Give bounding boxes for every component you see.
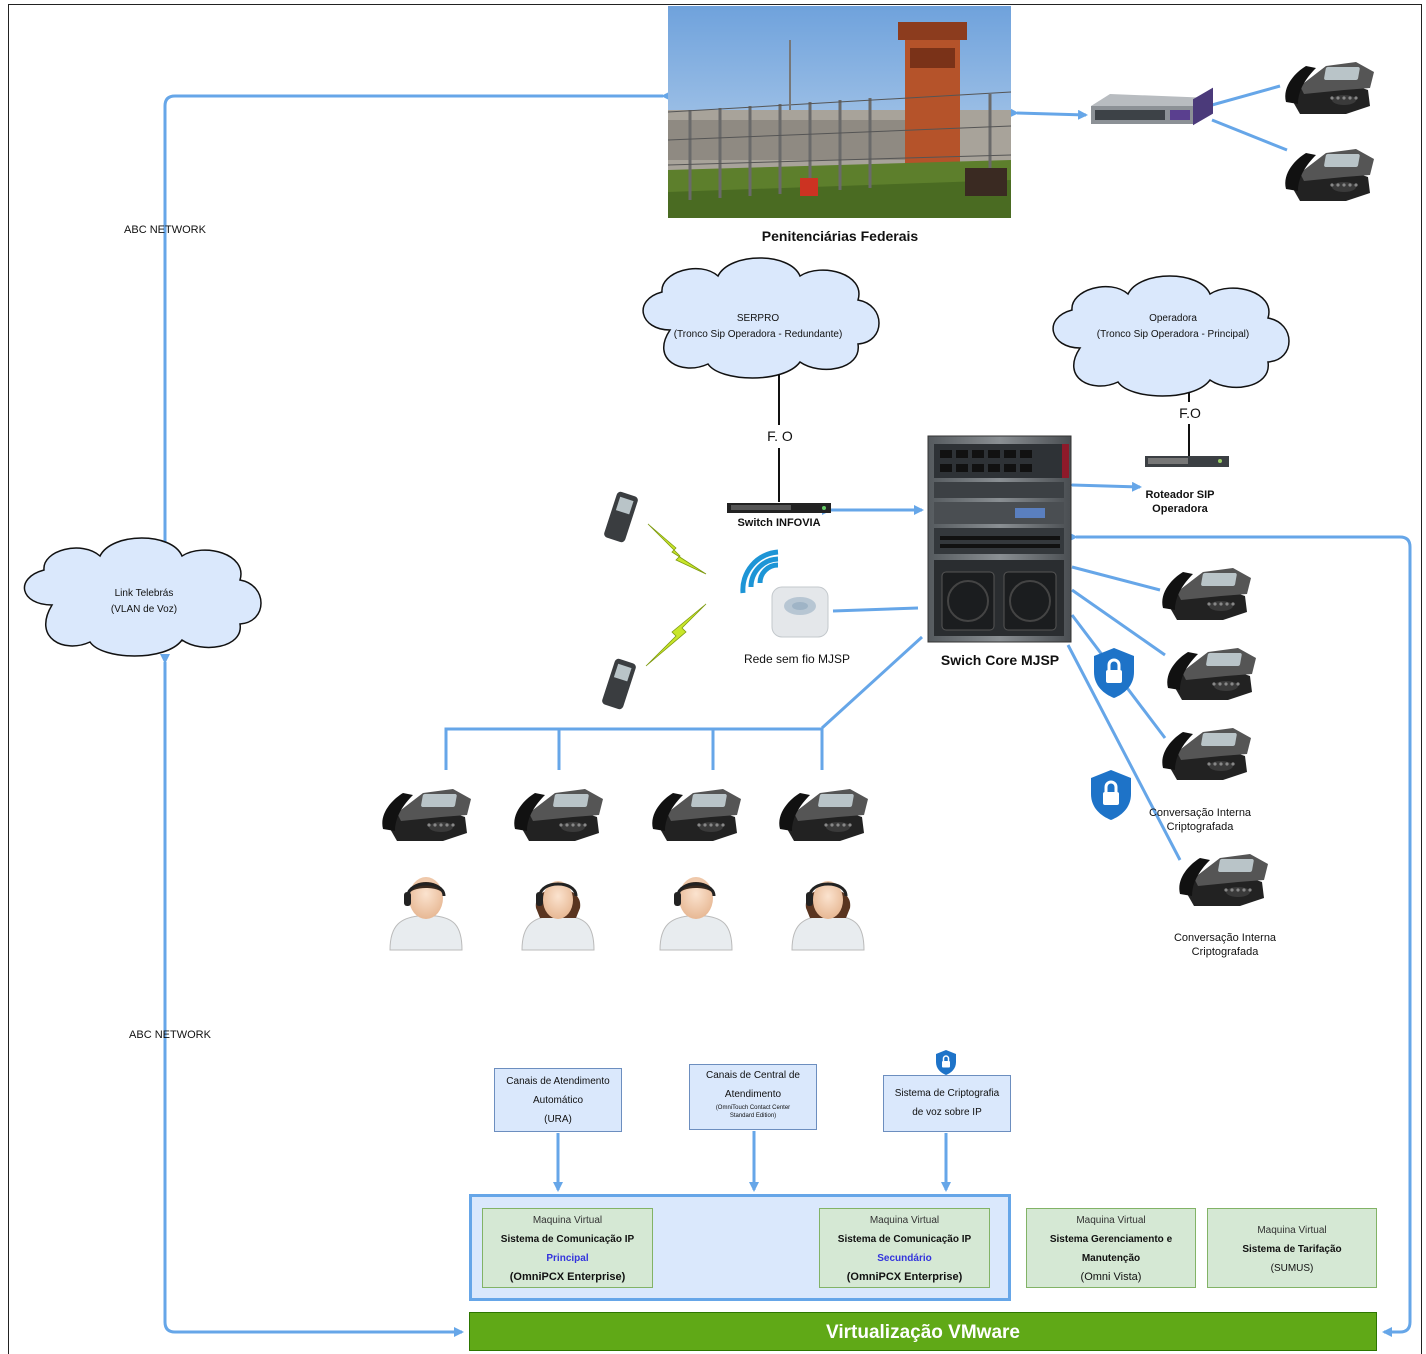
vmware-platform-bar: Virtualização VMware (469, 1312, 1377, 1351)
service-cripto-box: Sistema de Criptografia de voz sobre IP (883, 1075, 1011, 1132)
phone-core-2 (1167, 648, 1256, 700)
cloud-telebras (23, 537, 262, 657)
phone-operator-2 (514, 789, 603, 841)
link-prison-telebras (160, 91, 671, 562)
phone-prison-1 (1285, 62, 1374, 114)
vm-gerenciamento-box: Maquina Virtual Sistema Gerenciamento e … (1026, 1208, 1196, 1288)
service-central-box: Canais de Central de Atendimento (OmniTo… (689, 1064, 817, 1130)
link-telebras-vmware (160, 654, 464, 1337)
vm-secundario-line4: (OmniPCX Enterprise) (846, 1271, 963, 1283)
avatar-operator-3 (659, 877, 733, 951)
avatar-operator-1 (389, 877, 463, 951)
service-central-small2: Standard Edition) (729, 1113, 777, 1119)
prison-photo (667, 6, 1012, 218)
cloud-operadora-subtitle: (Tronco Sip Operadora - Principal) (1096, 329, 1250, 340)
vm-gerenciamento-line3: Manutenção (1081, 1253, 1141, 1264)
cloud-telebras-subtitle: (VLAN de Voz) (110, 604, 178, 615)
phone-operator-4 (779, 789, 868, 841)
service-ura-box: Canais de Atendimento Automático (URA) (494, 1068, 622, 1132)
service-ura-line2: Automático (532, 1095, 584, 1106)
vm-tarifacao-line1: Maquina Virtual (1257, 1225, 1327, 1236)
phone-core-3 (1162, 728, 1251, 780)
service-central-line2: Atendimento (724, 1089, 782, 1100)
abc-network-bottom-label: ABC NETWORK (129, 1029, 211, 1041)
cloud-serpro-title: SERPRO (736, 313, 780, 324)
vm-tarifacao-box: Maquina Virtual Sistema de Tarifação (SU… (1207, 1208, 1377, 1288)
encrypted-label-2-line2: Criptografada (1191, 946, 1259, 958)
roteador-sip (1145, 456, 1229, 467)
service-cripto-line2: de voz sobre IP (912, 1107, 982, 1118)
cloud-telebras-title: Link Telebrás (114, 588, 174, 599)
roteador-sip-label: Roteador SIP Operadora (1130, 488, 1230, 516)
encrypted-label-1-line2: Criptografada (1166, 821, 1234, 833)
vm-principal-box: Maquina Virtual Sistema de Comunicação I… (482, 1208, 653, 1288)
abc-network-top-label: ABC NETWORK (124, 224, 206, 236)
service-central-small1: (OmniTouch Contact Center (715, 1105, 791, 1111)
cloud-serpro-label: SERPRO (Tronco Sip Operadora - Redundant… (658, 311, 858, 343)
fiber-label-right: F.O (1170, 405, 1210, 421)
mobile-phone-1 (604, 491, 638, 543)
phone-operator-1 (382, 789, 471, 841)
fiber-label-left: F. O (760, 428, 800, 444)
service-cripto-line1: Sistema de Criptografia (894, 1088, 1000, 1099)
encrypted-label-2: Conversação Interna Criptografada (1160, 931, 1290, 959)
encrypted-label-1: Conversação Interna Criptografada (1135, 806, 1265, 834)
vm-secundario-line3: Secundário (877, 1253, 932, 1264)
cloud-telebras-label: Link Telebrás (VLAN de Voz) (64, 586, 224, 618)
encrypted-label-2-line1: Conversação Interna (1173, 932, 1277, 944)
vm-principal-line1: Maquina Virtual (532, 1215, 603, 1226)
cloud-serpro-subtitle: (Tronco Sip Operadora - Redundante) (673, 329, 843, 340)
wireless-label: Rede sem fio MJSP (743, 652, 851, 666)
phone-core-4 (1179, 854, 1268, 906)
vm-secundario-box: Maquina Virtual Sistema de Comunicação I… (819, 1208, 990, 1288)
roteador-sip-label-1: Roteador SIP (1145, 489, 1215, 501)
cloud-operadora-title: Operadora (1149, 313, 1197, 324)
roteador-sip-label-2: Operadora (1152, 503, 1208, 515)
phone-operator-3 (652, 789, 741, 841)
vm-secundario-line2: Sistema de Comunicação IP (837, 1234, 972, 1245)
encrypted-label-1-line1: Conversação Interna (1148, 807, 1252, 819)
lightning-icon-2 (645, 603, 707, 667)
link-core-vmware (1068, 532, 1412, 1337)
core-switch-chassis (927, 435, 1072, 643)
diagram-frame (8, 4, 1422, 1354)
avatar-operator-4 (791, 881, 865, 951)
access-switch (1091, 87, 1213, 126)
vm-gerenciamento-line1: Maquina Virtual (1076, 1215, 1146, 1226)
vm-tarifacao-line3: (SUMUS) (1270, 1263, 1314, 1274)
service-ura-line3: (URA) (544, 1114, 572, 1125)
phone-prison-2 (1285, 149, 1374, 201)
lock-shield-icon-small (935, 1049, 957, 1076)
vm-gerenciamento-line4: (Omni Vista) (1080, 1271, 1142, 1283)
vm-principal-line2: Sistema de Comunicação IP (500, 1234, 635, 1245)
lightning-icon-1 (647, 523, 707, 575)
switch-infovia-label: Switch INFOVIA (737, 517, 821, 529)
vm-tarifacao-line2: Sistema de Tarifação (1242, 1244, 1342, 1255)
mobile-phone-2 (602, 658, 636, 710)
cloud-operadora-label: Operadora (Tronco Sip Operadora - Princi… (1068, 311, 1278, 343)
cloud-serpro (642, 257, 880, 379)
prison-title: Penitenciárias Federais (761, 228, 919, 244)
vm-secundario-line1: Maquina Virtual (869, 1215, 940, 1226)
service-central-line1: Canais de Central de (706, 1070, 800, 1081)
vm-gerenciamento-line2: Sistema Gerenciamento e (1049, 1234, 1173, 1245)
wireless-ap (740, 549, 829, 638)
phone-core-1 (1162, 568, 1251, 620)
vm-principal-line3: Principal (546, 1253, 589, 1264)
core-switch-label: Swich Core MJSP (940, 652, 1060, 668)
avatar-operator-2 (521, 881, 595, 951)
service-ura-line1: Canais de Atendimento (506, 1076, 610, 1087)
switch-infovia (727, 503, 831, 513)
vm-principal-line4: (OmniPCX Enterprise) (509, 1271, 626, 1283)
cloud-operadora (1052, 275, 1290, 397)
lock-shield-icon-2 (1089, 768, 1133, 822)
